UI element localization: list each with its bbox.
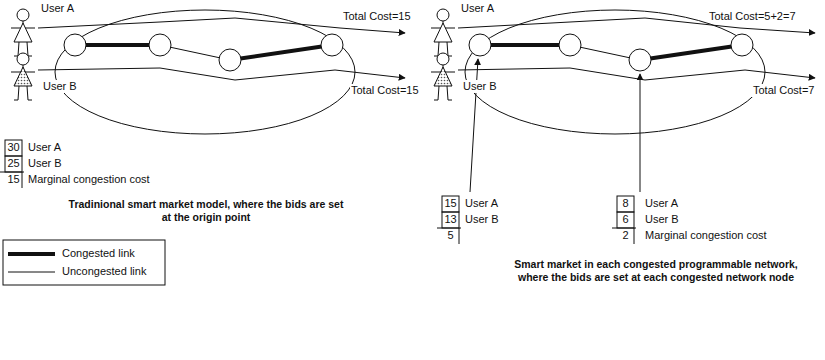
- bid-value: 30: [5, 141, 22, 154]
- bid-table: [437, 196, 461, 244]
- cost-label: Marginal congestion cost: [27, 173, 151, 186]
- panel-caption: Smart market in each congested programma…: [505, 258, 807, 284]
- flow-path: [38, 68, 405, 80]
- user-label: User A: [40, 2, 75, 15]
- cost-value: 15: [5, 173, 22, 186]
- congested-link: [480, 43, 570, 47]
- left-panel: [0, 9, 405, 285]
- user-figure: [431, 9, 455, 56]
- network-node: [559, 34, 581, 56]
- network-node: [731, 34, 753, 56]
- user-label: User B: [644, 213, 680, 226]
- bid-value: 6: [617, 213, 634, 226]
- bid-value: 15: [442, 197, 459, 210]
- bid-table: [0, 140, 24, 188]
- user-label: User A: [644, 197, 679, 210]
- network-node: [629, 49, 651, 71]
- legend-text: Congested link: [62, 247, 135, 260]
- user-label: User B: [462, 80, 498, 93]
- user-figure: [431, 53, 455, 100]
- legend-text: Uncongested link: [62, 265, 146, 278]
- congested-link: [230, 45, 332, 60]
- user-label: User B: [464, 213, 500, 226]
- right-panel: [431, 9, 815, 244]
- user-label: User A: [460, 2, 495, 15]
- network-node: [469, 34, 491, 56]
- panel-caption: Tradinional smart market model, where th…: [65, 198, 347, 224]
- total-cost: Total Cost=15: [350, 84, 420, 97]
- bid-table: [612, 196, 636, 244]
- user-label: User B: [42, 80, 78, 93]
- network-node: [321, 34, 343, 56]
- user-figure: [11, 9, 35, 56]
- cost-value: 5: [442, 229, 459, 242]
- network-node: [149, 34, 171, 56]
- congested-link: [75, 43, 160, 47]
- user-label: User A: [464, 197, 499, 210]
- network-node: [64, 34, 86, 56]
- cost-value: 2: [617, 229, 634, 242]
- network-node: [219, 49, 241, 71]
- pointer-arrow: [470, 59, 478, 192]
- user-label: User A: [27, 141, 62, 154]
- bid-value: 25: [5, 157, 22, 170]
- total-cost: Total Cost=5+2=7: [708, 10, 797, 23]
- user-figure: [11, 53, 35, 100]
- total-cost: Total Cost=15: [342, 10, 412, 23]
- user-label: User B: [27, 157, 63, 170]
- pointer-arrow: [640, 74, 641, 192]
- total-cost: Total Cost=7: [752, 84, 815, 97]
- cost-label: Marginal congestion cost: [644, 229, 768, 242]
- bid-value: 13: [442, 213, 459, 226]
- congested-link: [640, 45, 742, 60]
- bid-value: 8: [617, 197, 634, 210]
- legend-box: [3, 240, 165, 285]
- flow-path: [458, 68, 815, 80]
